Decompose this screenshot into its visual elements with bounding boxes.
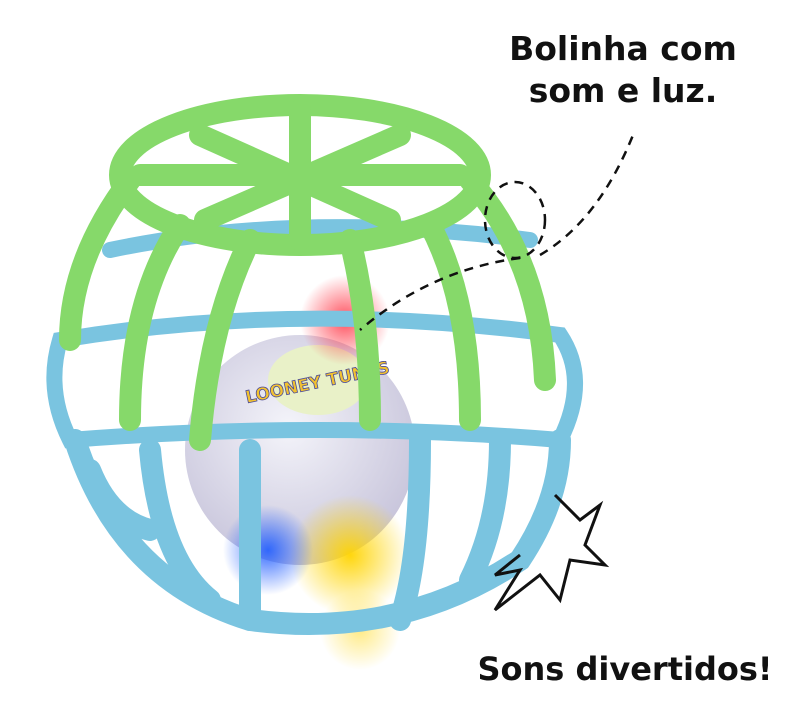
burst-icon: [493, 493, 610, 612]
caption-line-1: Bolinha com: [509, 29, 737, 68]
callout-pointer: [359, 129, 637, 331]
light-sound-caption: Bolinha com som e luz.: [498, 28, 748, 112]
fun-sounds-caption: Sons divertidos!: [477, 650, 773, 688]
caption-line-2: som e luz.: [528, 71, 718, 110]
green-cage: [59, 94, 556, 451]
